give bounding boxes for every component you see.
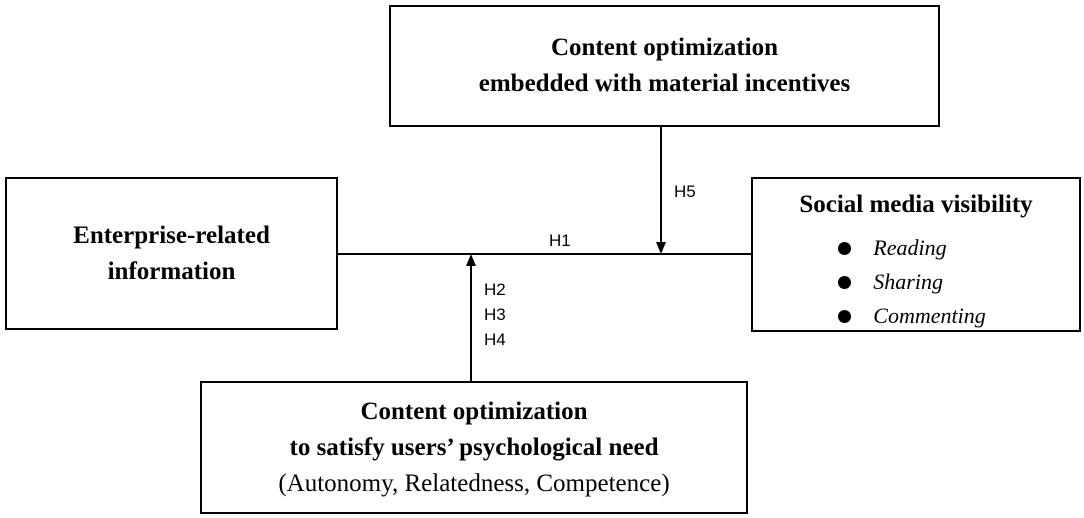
- psych-box-line3: (Autonomy, Relatedness, Competence): [278, 469, 670, 497]
- psychological-need-box: Content optimization to satisfy users’ p…: [200, 381, 748, 514]
- visibility-item-label: Commenting: [873, 303, 986, 328]
- visibility-item: Commenting: [838, 299, 986, 333]
- visibility-item-list: Reading Sharing Commenting: [838, 231, 986, 333]
- enterprise-box-line2: information: [107, 257, 236, 285]
- psych-box-line1: Content optimization: [360, 397, 588, 425]
- material-box-line1: Content optimization: [550, 34, 779, 61]
- h4-label: H4: [484, 330, 506, 349]
- h5-label: H5: [674, 182, 696, 201]
- material-box-line2: embedded with material incentives: [478, 70, 851, 97]
- h1-label: H1: [549, 231, 571, 250]
- psych-box-line2: to satisfy users’ psychological need: [289, 433, 659, 461]
- enterprise-box-line1: Enterprise-related: [73, 221, 270, 249]
- visibility-item-label: Reading: [873, 235, 947, 260]
- material-incentives-box: Content optimization embedded with mater…: [389, 5, 940, 127]
- visibility-item: Reading: [838, 231, 985, 265]
- visibility-item-label: Sharing: [873, 269, 943, 294]
- enterprise-info-box: Enterprise-related information: [5, 177, 338, 330]
- h3-label: H3: [484, 305, 506, 324]
- h2-label: H2: [484, 280, 506, 299]
- social-visibility-box: Social media visibility Reading Sharing …: [751, 177, 1081, 332]
- h2-h4-arrowhead: [466, 254, 476, 266]
- h5-arrowhead: [656, 242, 666, 254]
- bullet-icon: [838, 275, 852, 289]
- bullet-icon: [838, 309, 852, 323]
- visibility-item: Sharing: [838, 265, 985, 299]
- bullet-icon: [838, 241, 852, 255]
- visibility-box-title: Social media visibility: [799, 191, 1033, 218]
